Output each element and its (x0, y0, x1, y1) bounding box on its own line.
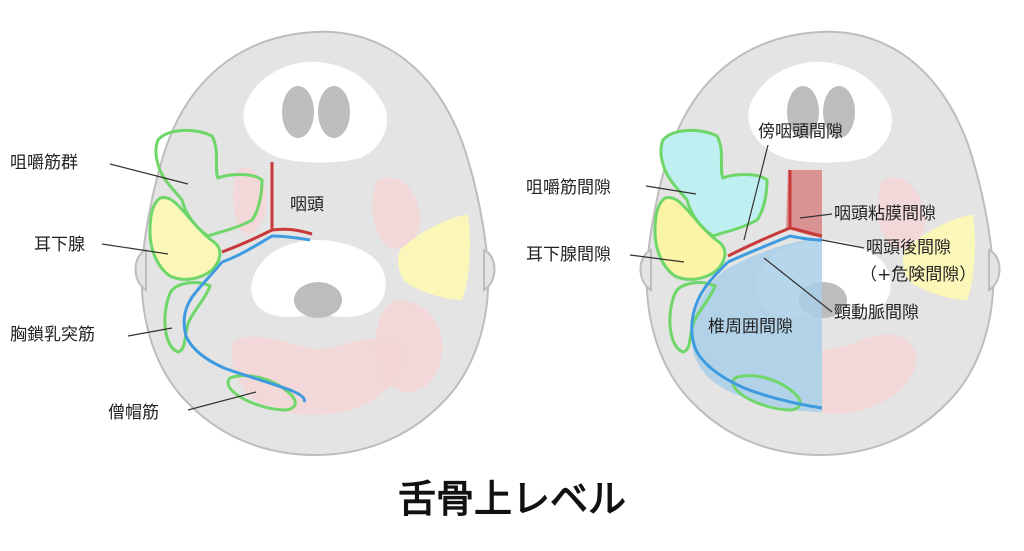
left-vertebra (251, 240, 386, 318)
right-label-retropharyngeal: 咽頭後間隙 (866, 238, 951, 258)
left-label-parotid: 耳下腺 (34, 235, 85, 255)
diagram-title: 舌骨上レベル (398, 477, 626, 521)
right-parotid-right (902, 215, 975, 300)
left-pharynx-line-2 (221, 228, 273, 254)
left-spinal-canal (294, 282, 342, 318)
left-label-pharynx: 咽頭 (290, 195, 324, 215)
left-label-scm: 胸鎖乳突筋 (10, 325, 95, 345)
left-sinus-1 (282, 86, 314, 138)
left-label-masticator: 咀嚼筋群 (10, 153, 78, 173)
right-leader-carotid (763, 257, 833, 313)
left-prevertebral-fascia-line (182, 234, 311, 403)
left-parotid-gland (148, 195, 222, 281)
right-sinus-1 (787, 86, 819, 138)
right-maxilla-bone (748, 61, 893, 163)
right-leader-masticator (645, 185, 697, 195)
right-perivertebral-space (691, 238, 822, 412)
right-head-section: 傍咽頭間隙 咀嚼筋間隙 咽頭粘膜間隙 耳下腺間隙 咽頭後間隙 （+危険間隙） 頸… (526, 30, 1001, 457)
right-ear-right (988, 248, 1001, 292)
right-label-masticator-space: 咀嚼筋間隙 (526, 178, 611, 198)
left-label-trapezius: 僧帽筋 (108, 403, 159, 423)
right-parotid-space (653, 195, 727, 281)
right-leader-pms (799, 213, 833, 219)
right-muscle-right-side (877, 177, 925, 249)
left-posterior-neck-muscle (231, 336, 403, 415)
left-ear-left (134, 248, 147, 292)
right-label-danger: （+危険間隙） (860, 265, 976, 285)
right-leader-retropharyngeal (821, 239, 865, 249)
right-ear-left (639, 248, 652, 292)
right-leader-parapharyngeal (743, 144, 769, 241)
left-trapezius-outline (226, 374, 297, 412)
right-leader-parotid (629, 254, 685, 263)
left-leader-masticator (109, 163, 189, 185)
left-parotid-right (397, 215, 470, 300)
left-pharynx-line (270, 162, 313, 236)
left-ear-right (483, 248, 496, 292)
right-masticator-space (659, 129, 769, 238)
right-prevertebral-fascia-line (690, 234, 823, 410)
right-trapezius-outline (731, 374, 802, 412)
left-leader-scm (127, 327, 173, 337)
right-label-carotid: 頸動脈間隙 (834, 303, 919, 323)
left-leader-parotid (101, 243, 169, 255)
right-scm-outline (668, 281, 717, 354)
right-label-parotid-space: 耳下腺間隙 (526, 245, 611, 265)
right-sinus-2 (823, 86, 855, 138)
right-label-perivertebral: 椎周囲間隙 (708, 317, 793, 337)
left-head-section: 咀嚼筋群 耳下腺 咽頭 胸鎖乳突筋 僧帽筋 (10, 30, 496, 457)
right-pharynx-line (788, 170, 823, 238)
left-leader-trapezius (187, 391, 257, 411)
right-posterior-neck-muscle (822, 334, 917, 415)
left-scm-outline (163, 281, 212, 354)
right-pharyngeal-mucosal-space (786, 170, 822, 238)
right-label-parapharyngeal: 傍咽頭間隙 (758, 122, 843, 142)
right-pharynx-line-2 (727, 226, 791, 258)
left-muscle-right-side (372, 177, 420, 249)
left-sinus-2 (318, 86, 350, 138)
left-medial-pterygoid (232, 167, 267, 234)
left-masticator-outline (154, 129, 264, 238)
left-maxilla-bone (243, 61, 388, 163)
right-label-pharyngeal-mucosal: 咽頭粘膜間隙 (834, 204, 936, 224)
